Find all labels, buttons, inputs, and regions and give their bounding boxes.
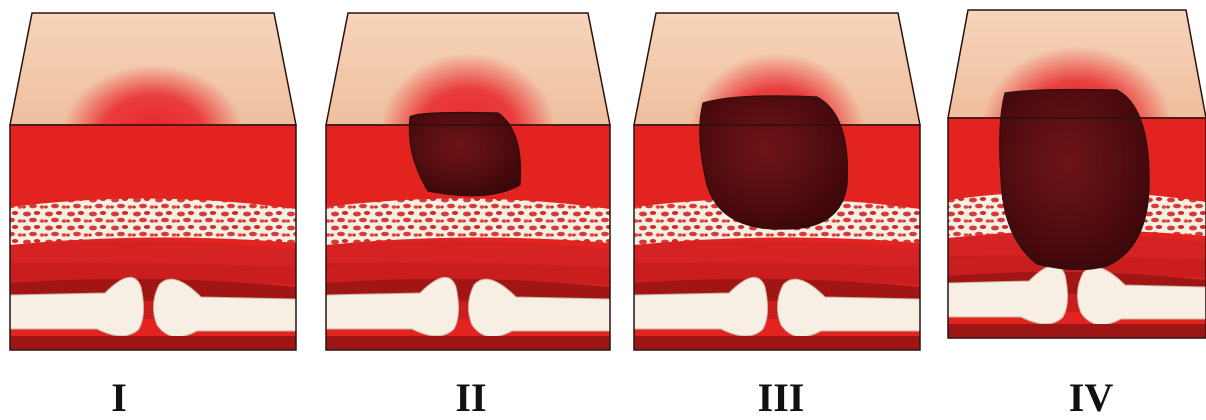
stage-label-2: II (411, 378, 531, 418)
ulcer-stage-4 (1000, 89, 1149, 269)
stage-label-3: III (721, 378, 841, 418)
stage-label-4: IV (1031, 378, 1151, 418)
deep-muscle (948, 324, 1206, 338)
tissue-block-1 (10, 13, 296, 350)
ulcer-stage-3 (700, 96, 848, 229)
tissue-block-4 (948, 10, 1206, 338)
deep-muscle (326, 336, 610, 350)
tissue-block-3 (634, 13, 920, 350)
deep-muscle (10, 336, 296, 350)
tissue-block-2 (326, 13, 610, 350)
stage-label-1: I (59, 378, 179, 418)
deep-muscle (634, 336, 920, 350)
